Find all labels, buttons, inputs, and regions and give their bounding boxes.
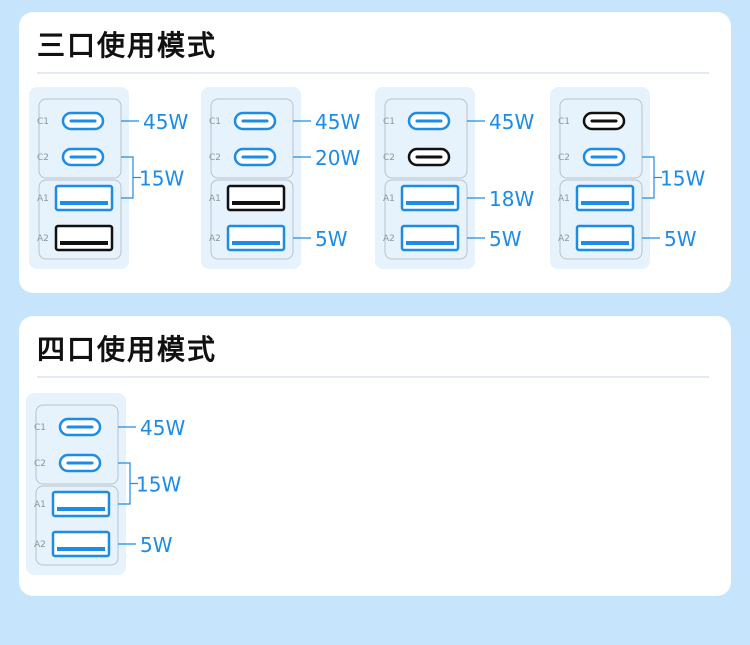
- usb-c-group-frame: [38, 98, 122, 179]
- usb-a-contact: [60, 201, 108, 205]
- port-label-a1: A1: [34, 500, 46, 510]
- output-wattage: 5W: [140, 533, 173, 557]
- port-label-a1: A1: [209, 194, 221, 204]
- output-wattage: 45W: [143, 110, 188, 134]
- usb-a-contact: [232, 241, 280, 245]
- output-wattage: 15W: [136, 473, 181, 497]
- port-label-c1: C1: [34, 423, 46, 433]
- output-wattage: 45W: [315, 110, 360, 134]
- usb-a-port-icon: [54, 184, 114, 212]
- usb-c-group-frame: [384, 98, 468, 179]
- usb-a-port-icon: [51, 530, 111, 558]
- port-label-c2: C2: [34, 459, 46, 469]
- port-label-a2: A2: [209, 234, 221, 244]
- port-label-c1: C1: [383, 117, 395, 127]
- usb-a-group-frame: [35, 485, 119, 566]
- usb-a-port-icon: [51, 490, 111, 518]
- port-label-a2: A2: [558, 234, 570, 244]
- usb-a-group-frame: [384, 179, 468, 260]
- usb-a-contact: [232, 201, 280, 205]
- usb-a-port-icon: [400, 224, 460, 252]
- usb-a-contact: [406, 241, 454, 245]
- usb-a-contact: [57, 547, 105, 551]
- port-label-a2: A2: [34, 540, 46, 550]
- usb-a-contact: [60, 241, 108, 245]
- port-label-c2: C2: [383, 153, 395, 163]
- usb-a-contact: [406, 201, 454, 205]
- output-wattage: 45W: [489, 110, 534, 134]
- usb-c-group-frame: [210, 98, 294, 179]
- port-label-a2: A2: [383, 234, 395, 244]
- port-label-a1: A1: [558, 194, 570, 204]
- usb-a-group-frame: [210, 179, 294, 260]
- three-port-mode-title: 三口使用模式: [37, 29, 218, 62]
- usb-a-group-frame: [559, 179, 643, 260]
- usb-a-port-icon: [575, 224, 635, 252]
- usb-a-contact: [581, 241, 629, 245]
- usb-a-port-icon: [400, 184, 460, 212]
- usb-a-port-icon: [575, 184, 635, 212]
- usb-a-group-frame: [38, 179, 122, 260]
- port-label-c2: C2: [558, 153, 570, 163]
- output-wattage: 5W: [664, 227, 697, 251]
- port-label-a2: A2: [37, 234, 49, 244]
- port-label-c1: C1: [209, 117, 221, 127]
- port-label-c1: C1: [558, 117, 570, 127]
- output-wattage: 15W: [660, 167, 705, 191]
- port-label-c2: C2: [37, 153, 49, 163]
- title-divider: [37, 72, 709, 74]
- output-wattage: 15W: [139, 167, 184, 191]
- four-port-mode-card: 四口使用模式: [19, 316, 731, 596]
- usb-c-group-frame: [559, 98, 643, 179]
- output-wattage: 5W: [489, 227, 522, 251]
- four-port-mode-title: 四口使用模式: [37, 333, 218, 366]
- usb-c-group-frame: [35, 404, 119, 485]
- usb-a-contact: [581, 201, 629, 205]
- output-wattage: 5W: [315, 227, 348, 251]
- output-wattage: 20W: [315, 146, 360, 170]
- output-wattage: 45W: [140, 416, 185, 440]
- port-label-a1: A1: [37, 194, 49, 204]
- usb-a-contact: [57, 507, 105, 511]
- usb-a-port-icon: [226, 184, 286, 212]
- usb-a-port-icon: [226, 224, 286, 252]
- output-wattage: 18W: [489, 187, 534, 211]
- port-label-a1: A1: [383, 194, 395, 204]
- title-divider: [37, 376, 709, 378]
- port-label-c2: C2: [209, 153, 221, 163]
- port-label-c1: C1: [37, 117, 49, 127]
- usb-a-port-icon: [54, 224, 114, 252]
